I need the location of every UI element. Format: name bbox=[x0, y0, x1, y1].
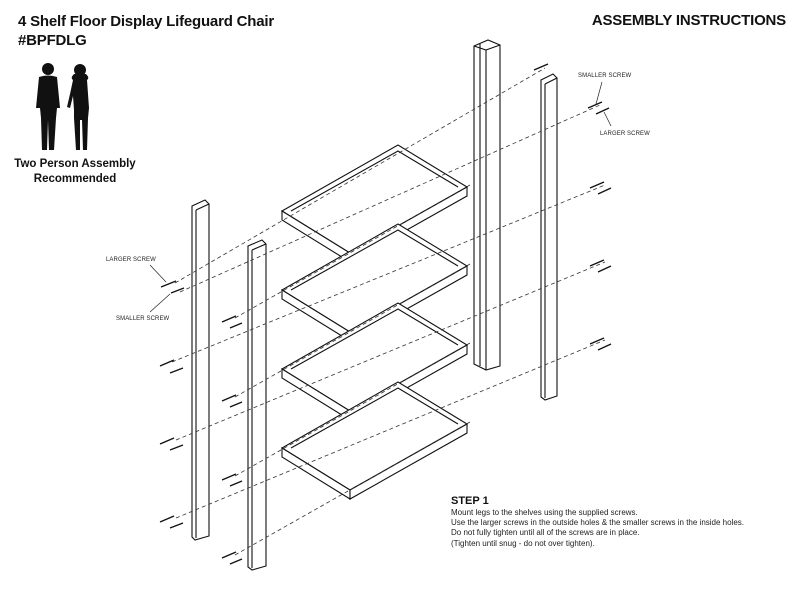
title-line-2: #BPFDLG bbox=[18, 32, 87, 49]
screw-icon bbox=[159, 63, 612, 565]
callout-arrows bbox=[149, 81, 612, 313]
title-line-1: 4 Shelf Floor Display Lifeguard Chair bbox=[18, 13, 274, 30]
left-front-leg bbox=[191, 199, 210, 541]
step-line: Use the larger screws in the outside hol… bbox=[451, 518, 745, 528]
two-person-note: Two Person Assembly Recommended bbox=[10, 157, 140, 187]
right-front-leg bbox=[540, 73, 558, 401]
alignment-lines bbox=[171, 67, 606, 556]
left-back-leg bbox=[247, 239, 267, 571]
shelf-4 bbox=[280, 381, 469, 500]
step-line: (Tighten until snug - do not over tighte… bbox=[451, 538, 595, 548]
callout-right-smaller-screw: SMALLER SCREW bbox=[578, 73, 632, 79]
two-person-note-line-1: Two Person Assembly bbox=[14, 158, 136, 170]
right-back-leg bbox=[473, 39, 501, 371]
document-title: 4 Shelf Floor Display Lifeguard Chair #B… bbox=[18, 12, 274, 50]
two-person-silhouette-icon bbox=[36, 63, 89, 150]
callout-right-larger-screw: LARGER SCREW bbox=[600, 131, 650, 137]
callout-left-smaller-screw: SMALLER SCREW bbox=[116, 316, 170, 322]
step-heading: STEP 1 bbox=[451, 495, 489, 507]
two-person-note-line-2: Recommended bbox=[33, 173, 117, 185]
callout-left-larger-screw: LARGER SCREW bbox=[106, 257, 156, 263]
assembly-instructions-heading: ASSEMBLY INSTRUCTIONS bbox=[591, 12, 786, 29]
step-instructions: Mount legs to the shelves using the supp… bbox=[451, 508, 791, 549]
step-line: Do not fully tighten until all of the sc… bbox=[451, 528, 640, 538]
step-line: Mount legs to the shelves using the supp… bbox=[451, 508, 638, 517]
